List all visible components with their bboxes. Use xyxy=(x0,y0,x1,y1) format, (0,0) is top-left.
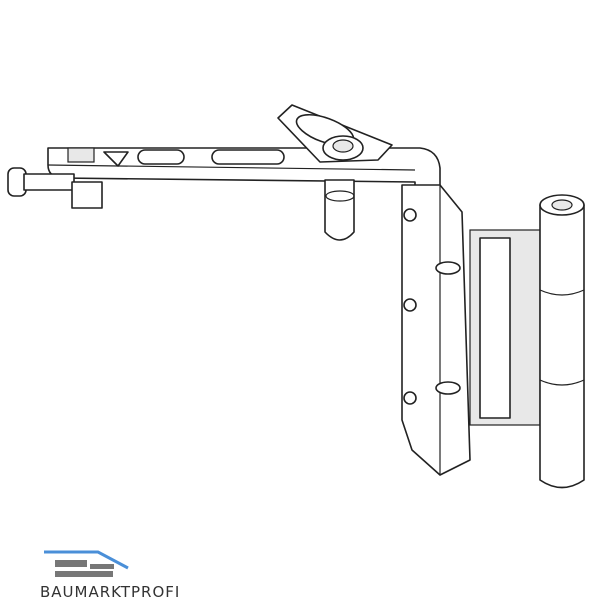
screw-shaft xyxy=(23,173,75,191)
arm-slot-1 xyxy=(137,149,185,165)
arm-lock-tab xyxy=(67,147,95,163)
logo-roof-icon xyxy=(44,550,129,570)
leaf-screw-1 xyxy=(435,261,461,275)
brand-logo xyxy=(44,550,129,577)
arm-slot-2 xyxy=(211,149,285,165)
logo-text: BAUMARKTPROFI xyxy=(40,583,181,600)
leaf-screw-2 xyxy=(435,381,461,395)
frame-leaf xyxy=(401,184,471,476)
pin xyxy=(324,179,355,241)
hinge-barrel xyxy=(539,197,585,489)
screw-nut xyxy=(71,181,103,209)
arm-arrow-mark xyxy=(103,151,129,167)
